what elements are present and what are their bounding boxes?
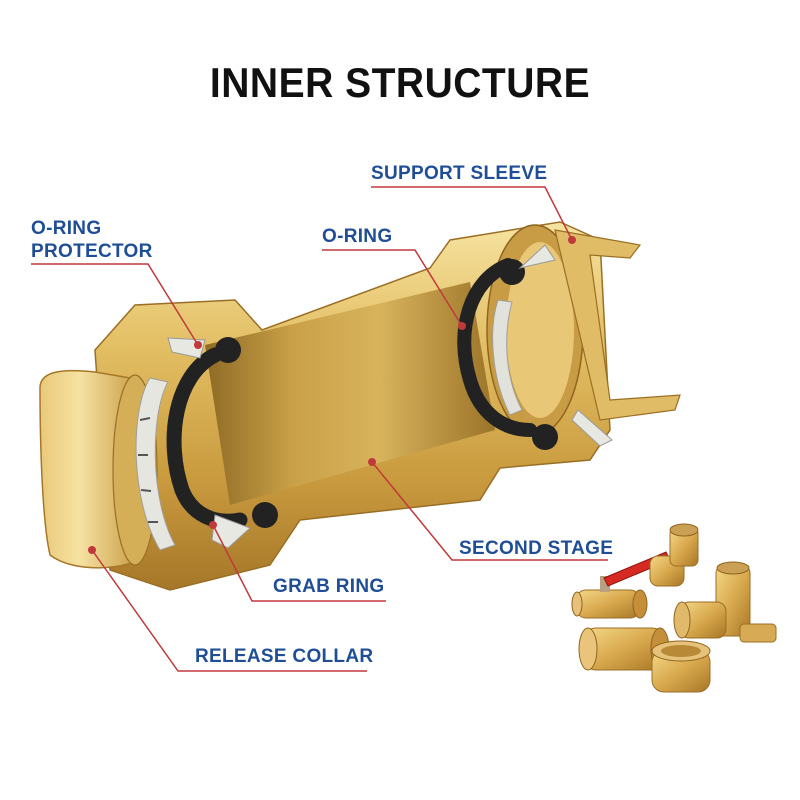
label-second-stage: SECOND STAGE [459,538,614,559]
release-collar-part [39,369,141,569]
right-grab-ring-part [492,299,523,416]
label-support-sleeve: SUPPORT SLEEVE [371,163,548,184]
left-oring-part [166,347,248,529]
leader-support-sleeve [371,186,573,241]
leader-second-stage [371,461,608,561]
left-grab-ring-part [135,377,176,551]
label-oring: O-RING [322,226,393,247]
support-sleeve-part [554,229,681,421]
label-oring-protector-line2: PROTECTOR [31,241,153,262]
elbow-fitting-icon [649,523,699,587]
label-oring-protector: O-RING PROTECTOR [31,217,153,263]
fitting-bore [205,282,495,505]
end-cap-fitting-icon [651,640,711,693]
page-title: INNER STRUCTURE [209,60,591,107]
fittings-product-photo [571,523,777,693]
right-oring-part [457,258,537,437]
drop-ear-elbow-icon [673,561,777,643]
label-oring-protector-line1: O-RING [31,218,102,239]
leader-grab-ring [212,524,386,602]
leader-oring-protector [31,263,199,346]
label-release-collar: RELEASE COLLAR [195,646,374,667]
leader-dots [88,236,576,554]
leader-release-collar [91,549,367,672]
leader-lines [31,186,608,672]
fitting-cutaway-illustration [39,221,681,591]
leader-oring [322,249,463,327]
label-grab-ring: GRAB RING [273,576,385,597]
